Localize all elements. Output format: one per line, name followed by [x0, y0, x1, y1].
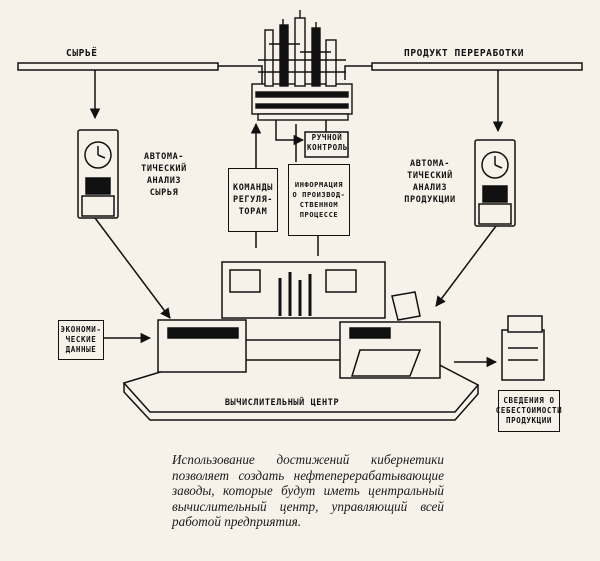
cost-printer — [501, 315, 545, 381]
auto-analysis-raw-box: АВТОМА-ТИЧЕСКИЙ АНАЛИЗ СЫРЬЯ — [133, 143, 195, 207]
line-raw-to-plant — [218, 65, 263, 84]
product-label: ПРОДУКТ ПЕРЕРАБОТКИ — [404, 48, 525, 59]
refinery-plant — [251, 10, 353, 121]
economic-data-box: ЭКОНОМИ-ЧЕСКИЕ ДАННЫЕ — [58, 320, 104, 360]
arrow-raw-analyzer-to-center — [94, 217, 171, 319]
diagram-drawing — [17, 10, 583, 421]
cost-info-box: СВЕДЕНИЯ О СЕБЕСТОИМОСТИ ПРОДУКЦИИ — [496, 390, 562, 432]
caption-text: Использование достижений кибернетики поз… — [172, 452, 444, 530]
product-pipeline — [371, 62, 583, 71]
manual-control-box — [304, 131, 349, 158]
arrow-product-analyzer-to-center — [435, 225, 497, 307]
commands-regulators-box: КОМАНДЫ РЕГУЛЯ-ТОРАМ — [228, 168, 278, 232]
production-info-box: ИНФОРМАЦИЯ О ПРОИЗВОД-СТВЕННОМ ПРОЦЕССЕ — [288, 164, 350, 236]
line-plant-to-product — [344, 65, 372, 80]
raw-material-pipeline — [17, 62, 219, 71]
computing-center-label: ВЫЧИСЛИТЕЛЬНЫЙ ЦЕНТР — [224, 398, 340, 408]
computing-center-console — [122, 261, 480, 421]
raw-material-label: СЫРЬЁ — [66, 48, 98, 59]
product-analyzer-instrument — [474, 139, 516, 227]
raw-analyzer-instrument — [77, 129, 119, 219]
manual-control-label: РУЧНОЙ КОНТРОЛЬ — [307, 133, 348, 152]
auto-analysis-product-box: АВТОМА-ТИЧЕСКИЙ АНАЛИЗ ПРОДУКЦИИ — [398, 150, 462, 214]
